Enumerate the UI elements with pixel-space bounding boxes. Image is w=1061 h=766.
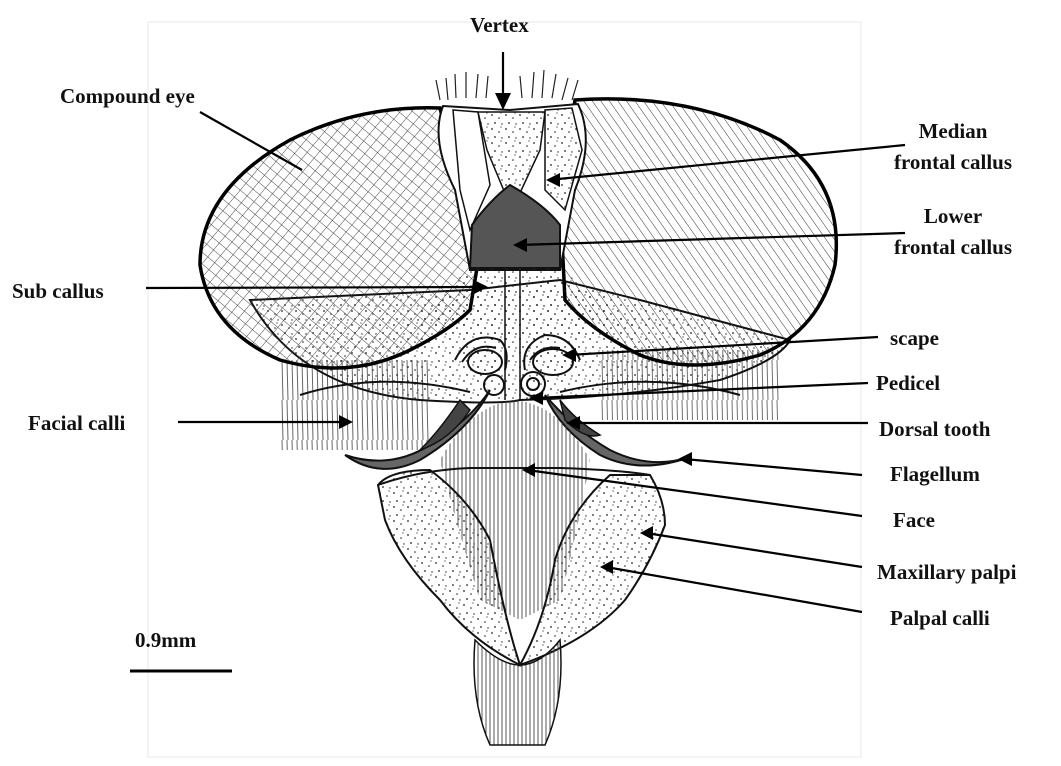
- label-vertex: Vertex: [470, 12, 529, 38]
- label-sub-callus: Sub callus: [12, 278, 104, 304]
- label-scale-bar: 0.9mm: [135, 627, 196, 653]
- label-scape: scape: [890, 325, 939, 351]
- label-lower-frontal-callus-line1: Lower: [878, 203, 1028, 229]
- label-median-frontal-callus-line2: frontal callus: [872, 149, 1034, 175]
- label-palpal-calli: Palpal calli: [890, 605, 990, 631]
- label-lower-frontal-callus-line2: frontal callus: [872, 234, 1034, 260]
- label-face: Face: [893, 507, 935, 533]
- label-dorsal-tooth: Dorsal tooth: [879, 416, 990, 442]
- label-median-frontal-callus-line1: Median: [878, 118, 1028, 144]
- label-flagellum: Flagellum: [890, 461, 980, 487]
- label-pedicel: Pedicel: [876, 370, 940, 396]
- label-compound-eye: Compound eye: [60, 83, 195, 109]
- label-facial-calli: Facial calli: [28, 410, 125, 436]
- label-maxillary-palpi: Maxillary palpi: [877, 559, 1016, 585]
